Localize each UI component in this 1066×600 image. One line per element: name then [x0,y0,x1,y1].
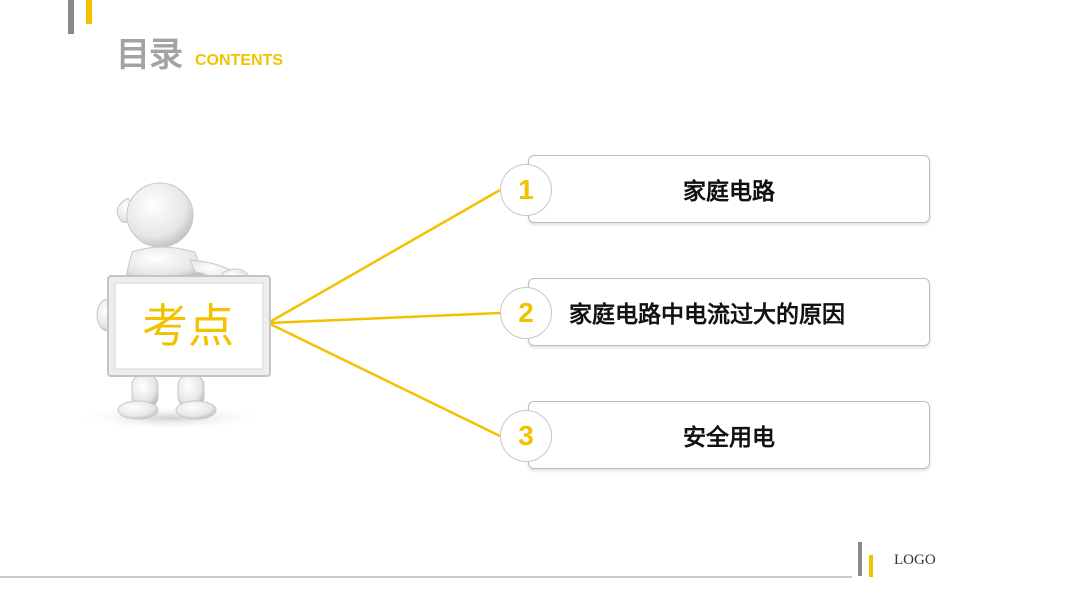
contents-item-2[interactable]: 家庭电路中电流过大的原因 [528,278,930,346]
connector-line-2 [267,311,501,325]
page-subtitle: CONTENTS [195,52,283,69]
footer-logo: LOGO [894,552,936,568]
footer-accent-bar-yellow [869,555,873,577]
sign-text: 考点 [142,299,234,353]
contents-item-2-number: 2 [500,287,552,339]
footer-accent-bar-gray [858,542,862,576]
connector-line-1 [267,188,501,325]
contents-item-1-label: 家庭电路 [683,179,775,205]
footer-divider [0,576,852,578]
person-holding-sign-icon [75,182,271,430]
connector-line-3 [267,321,501,438]
page-title: 目录 [116,35,183,75]
contents-item-3-label: 安全用电 [683,425,775,451]
contents-item-1[interactable]: 家庭电路 [528,155,930,223]
contents-item-3[interactable]: 安全用电 [528,401,930,469]
corner-accent-bar-gray [68,0,74,34]
contents-item-2-label: 家庭电路中电流过大的原因 [569,302,845,328]
contents-item-1-number: 1 [500,164,552,216]
corner-accent-bar-yellow [86,0,92,24]
contents-item-3-number: 3 [500,410,552,462]
